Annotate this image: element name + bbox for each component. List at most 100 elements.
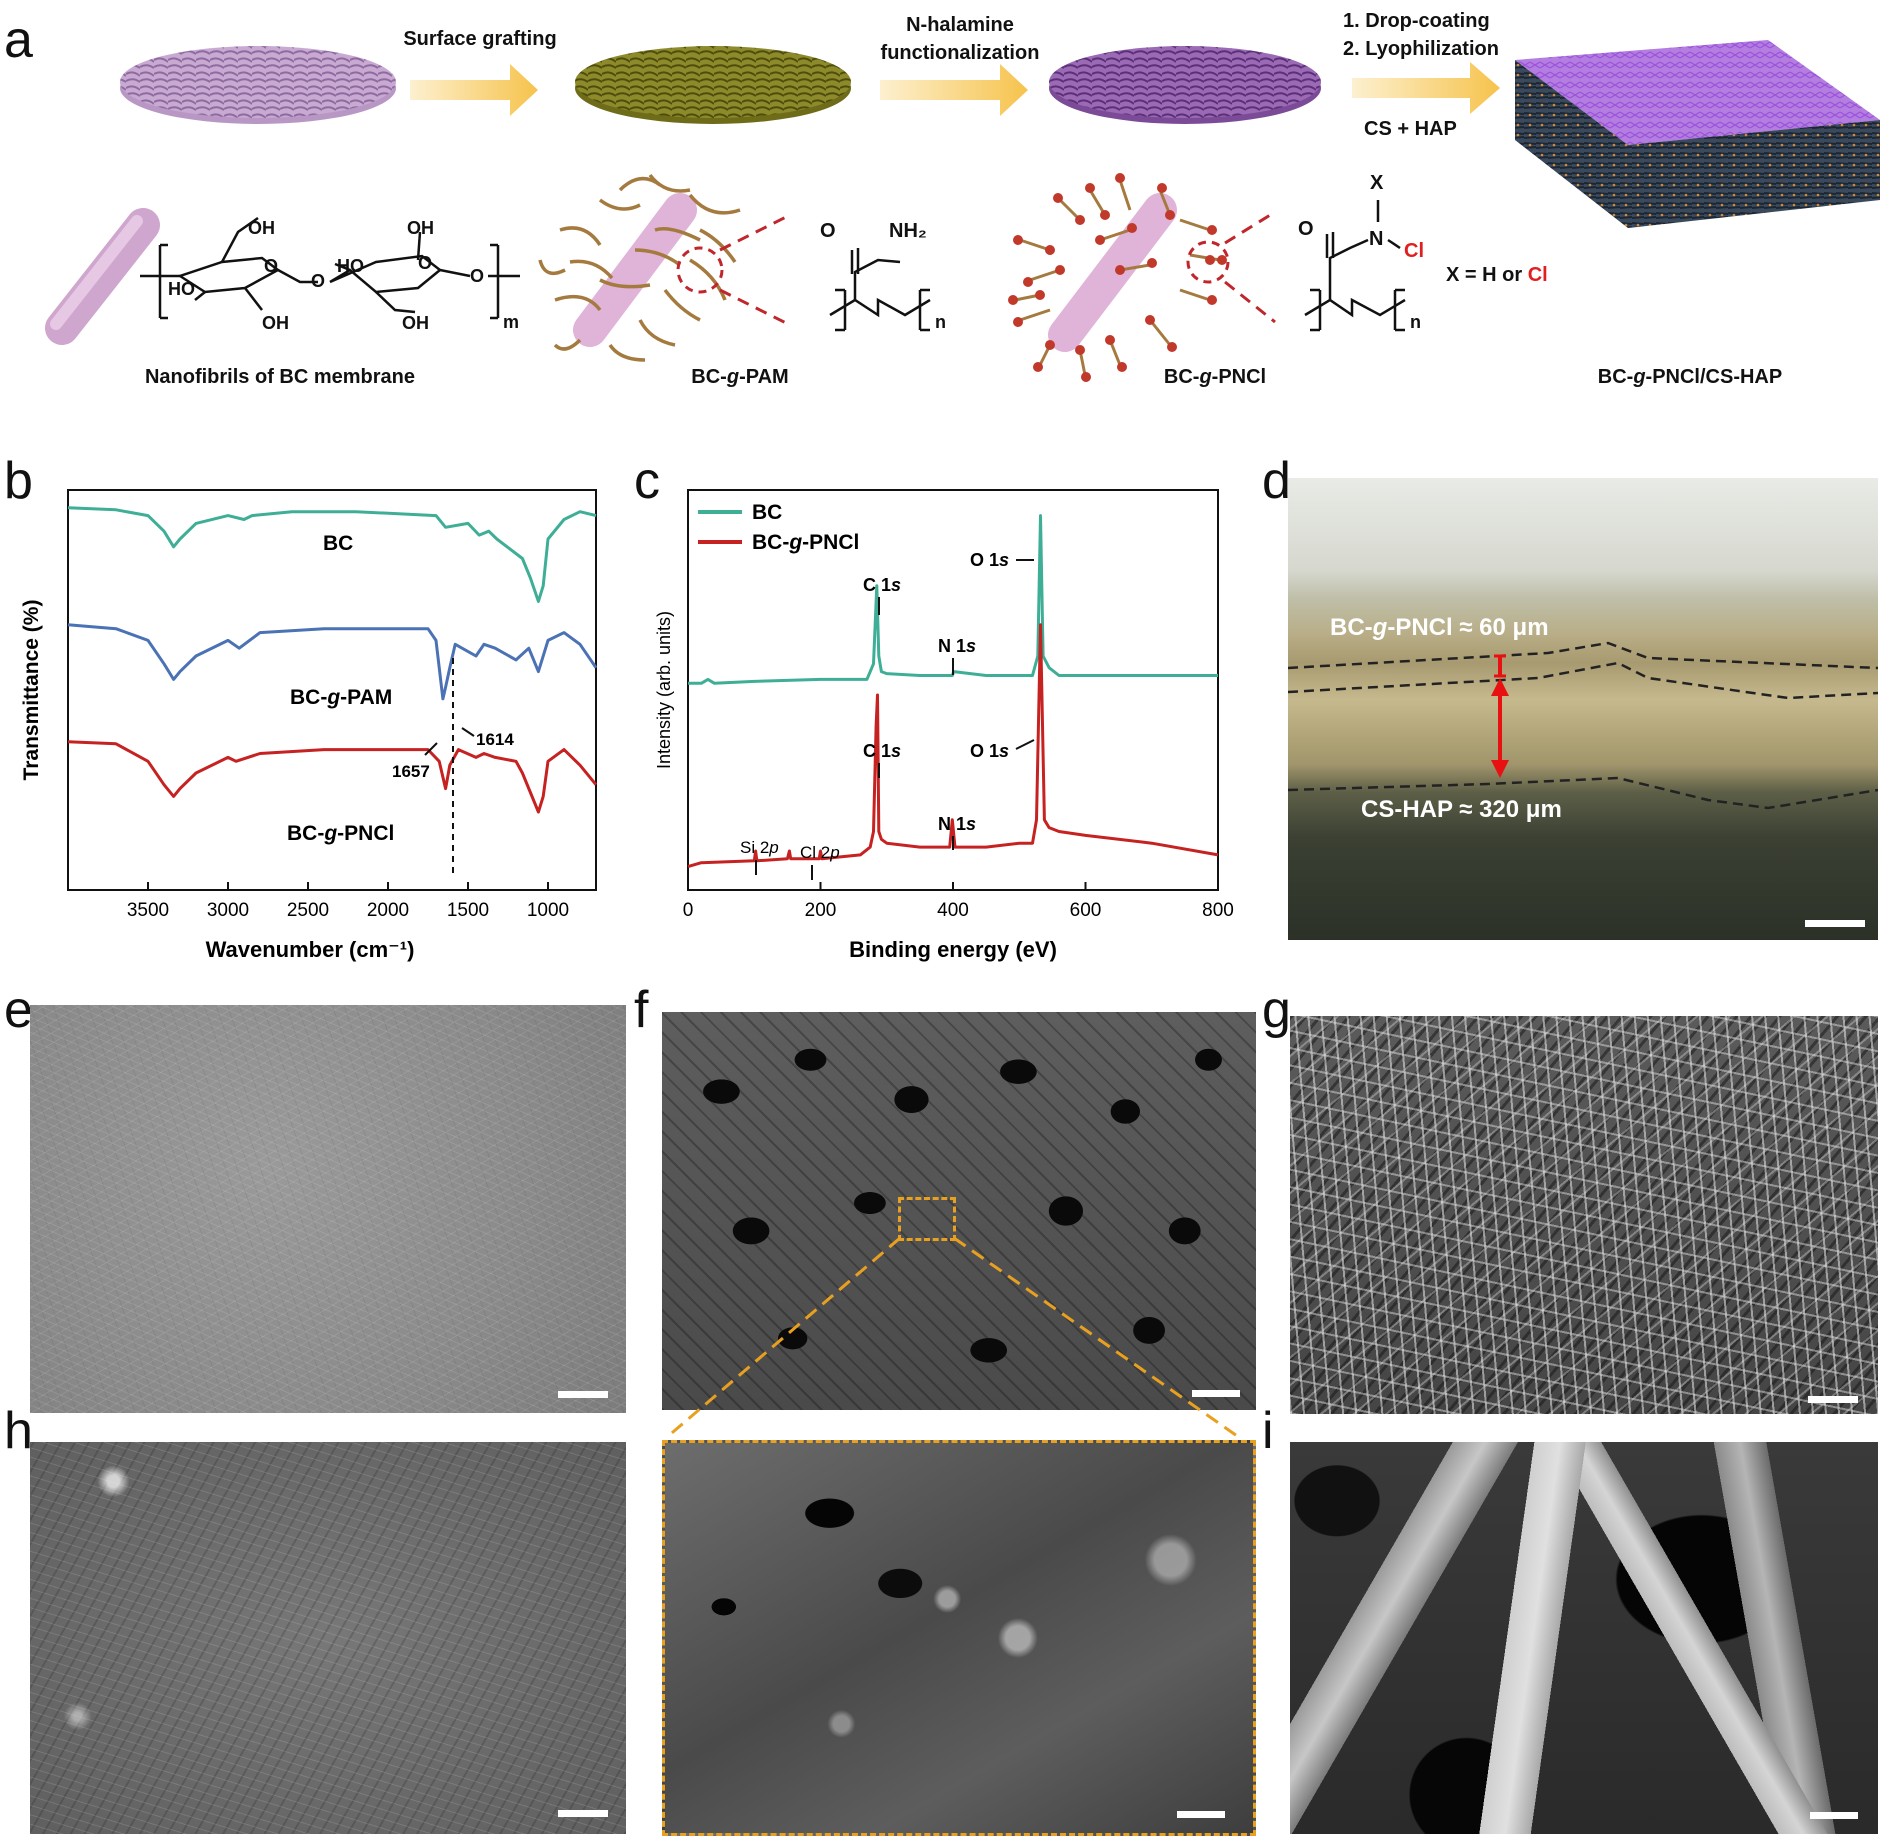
bc-g-pam-illustration bbox=[538, 173, 791, 362]
xps-n1s-bottom: N 1s bbox=[938, 814, 976, 834]
ftir-series-line-1 bbox=[67, 623, 598, 701]
chem-oh-4: OH bbox=[402, 313, 429, 333]
xps-cl2p: Cl 2p bbox=[800, 843, 840, 862]
arrow-surface-grafting bbox=[410, 64, 538, 116]
step-cs-hap-label: CS + HAP bbox=[1364, 118, 1457, 140]
scale-bar bbox=[1810, 1812, 1858, 1819]
xps-x-axis-label: Binding energy (eV) bbox=[849, 937, 1057, 962]
ftir-x-tick-label: 2500 bbox=[287, 900, 329, 921]
ftir-series-line-2 bbox=[67, 740, 598, 814]
ftir-x-tick-label: 1500 bbox=[447, 900, 489, 921]
bc-g-pam-membrane-disc bbox=[575, 46, 851, 124]
ftir-peak-1657-label: 1657 bbox=[392, 762, 430, 781]
chem-oh-2: OH bbox=[262, 313, 289, 333]
xps-legend-bc: BC bbox=[752, 501, 782, 524]
scale-bar bbox=[558, 1391, 608, 1398]
ftir-series-line-0 bbox=[67, 506, 597, 603]
chem-ho-1: HO bbox=[168, 279, 195, 299]
scale-bar bbox=[558, 1810, 608, 1817]
xps-n1s-top: N 1s bbox=[938, 636, 976, 656]
bc-g-pncl-membrane-disc bbox=[1049, 46, 1321, 124]
bottom-interface-line bbox=[1288, 776, 1878, 810]
chem-o-2: O bbox=[311, 271, 326, 291]
chem-pncl-cl: Cl bbox=[1404, 240, 1424, 262]
xps-c1s-top: C 1s bbox=[863, 575, 901, 595]
ftir-peak-1614-arrow bbox=[461, 727, 475, 737]
schematic-panel: Surface grafting N-halamine functionaliz… bbox=[0, 0, 1892, 410]
bc-membrane-disc bbox=[120, 46, 396, 124]
step-drop-coating-label-1: 1. Drop-coating bbox=[1343, 10, 1490, 32]
step-n-halamine-label-1: N-halamine bbox=[906, 14, 1014, 36]
scale-bar bbox=[1808, 1396, 1858, 1403]
panel-label-i: i bbox=[1262, 1402, 1274, 1460]
xps-legend-bc-g-pncl: BC-g-PNCl bbox=[752, 531, 859, 554]
ftir-peak-1657-arrow bbox=[424, 742, 438, 756]
panel-label-g: g bbox=[1262, 981, 1291, 1039]
xps-legend: BC BC-g-PNCl bbox=[698, 501, 859, 554]
arrow-drop-coating bbox=[1352, 62, 1500, 114]
bc-g-pncl-illustration bbox=[1008, 173, 1276, 382]
xps-x-tick-label: 200 bbox=[805, 900, 837, 921]
sem-image-e bbox=[30, 1005, 626, 1413]
step-drop-coating-label-2: 2. Lyophilization bbox=[1343, 38, 1499, 60]
xps-x-tick-label: 400 bbox=[937, 900, 969, 921]
cellulose-structure bbox=[140, 216, 520, 320]
chem-pam-o: O bbox=[820, 220, 836, 242]
xps-x-tick-label: 800 bbox=[1202, 900, 1234, 921]
panel-label-c: c bbox=[634, 452, 660, 510]
panel-label-e: e bbox=[4, 981, 33, 1039]
zoom-connector-lines bbox=[665, 1236, 1241, 1440]
cross-section-photo: BC-g-PNCl ≈ 60 μm CS-HAP ≈ 320 μm bbox=[1288, 478, 1878, 940]
panel-label-d: d bbox=[1262, 452, 1291, 510]
sem-image-f bbox=[662, 1012, 1256, 1410]
chem-oh-3: OH bbox=[407, 218, 434, 238]
caption-bc-nanofibrils: Nanofibrils of BC membrane bbox=[144, 366, 416, 388]
composite-block-illustration bbox=[1515, 40, 1880, 228]
ftir-label-bc-g-pncl: BC-g-PNCl bbox=[287, 822, 394, 845]
schematic-graphics bbox=[45, 40, 1880, 382]
step-surface-grafting-label: Surface grafting bbox=[403, 28, 557, 50]
chem-m: m bbox=[503, 312, 520, 332]
chem-ho-2: HO bbox=[337, 256, 364, 276]
xps-series-line-0 bbox=[688, 514, 1218, 685]
chem-x-equals: X = H or Cl bbox=[1446, 264, 1548, 286]
xps-x-tick-label: 600 bbox=[1070, 900, 1102, 921]
xps-series-line-1 bbox=[687, 623, 1219, 869]
xps-x-tick-label: 0 bbox=[683, 900, 694, 921]
xps-o1s-top: O 1s bbox=[970, 550, 1009, 570]
chem-pncl-n: N bbox=[1369, 228, 1384, 250]
caption-bc-g-pncl: BC-g-PNCl bbox=[1163, 366, 1267, 388]
scale-bar bbox=[1192, 1390, 1240, 1397]
panel-label-a: a bbox=[4, 11, 33, 69]
sem-image-f-zoom bbox=[662, 1440, 1256, 1836]
ftir-x-tick-label: 3500 bbox=[127, 900, 169, 921]
sem-image-h bbox=[30, 1442, 626, 1834]
zoom-region-box bbox=[898, 1197, 956, 1241]
step-n-halamine-label-2: functionalization bbox=[880, 42, 1040, 64]
xps-si2p: Si 2p bbox=[740, 838, 779, 857]
pncl-structure bbox=[1304, 200, 1406, 332]
sem-image-i bbox=[1290, 1442, 1878, 1834]
panel-label-f: f bbox=[634, 981, 649, 1039]
pam-structure bbox=[829, 248, 931, 332]
chem-o-3: O bbox=[418, 253, 433, 273]
chem-o-1: O bbox=[264, 256, 279, 276]
chem-pncl-o: O bbox=[1298, 218, 1314, 240]
panel-label-b: b bbox=[4, 452, 33, 510]
ftir-x-tick-label: 1000 bbox=[527, 900, 569, 921]
arrow-n-halamine bbox=[880, 64, 1028, 116]
xps-o1s-bottom: O 1s bbox=[970, 741, 1009, 761]
ftir-x-tick-label: 2000 bbox=[367, 900, 409, 921]
label-cs-hap-thickness: CS-HAP ≈ 320 μm bbox=[1361, 796, 1562, 823]
ftir-label-bc-g-pam: BC-g-PAM bbox=[290, 686, 392, 709]
label-bc-g-pncl-thickness: BC-g-PNCl ≈ 60 μm bbox=[1330, 614, 1549, 641]
ftir-y-axis-label: Transmittance (%) bbox=[20, 600, 43, 781]
caption-bc-g-pam: BC-g-PAM bbox=[691, 366, 789, 388]
chem-pam-n: n bbox=[935, 312, 946, 332]
xps-c1s-bottom: C 1s bbox=[863, 741, 901, 761]
ftir-x-axis-label: Wavenumber (cm⁻¹) bbox=[206, 937, 415, 962]
